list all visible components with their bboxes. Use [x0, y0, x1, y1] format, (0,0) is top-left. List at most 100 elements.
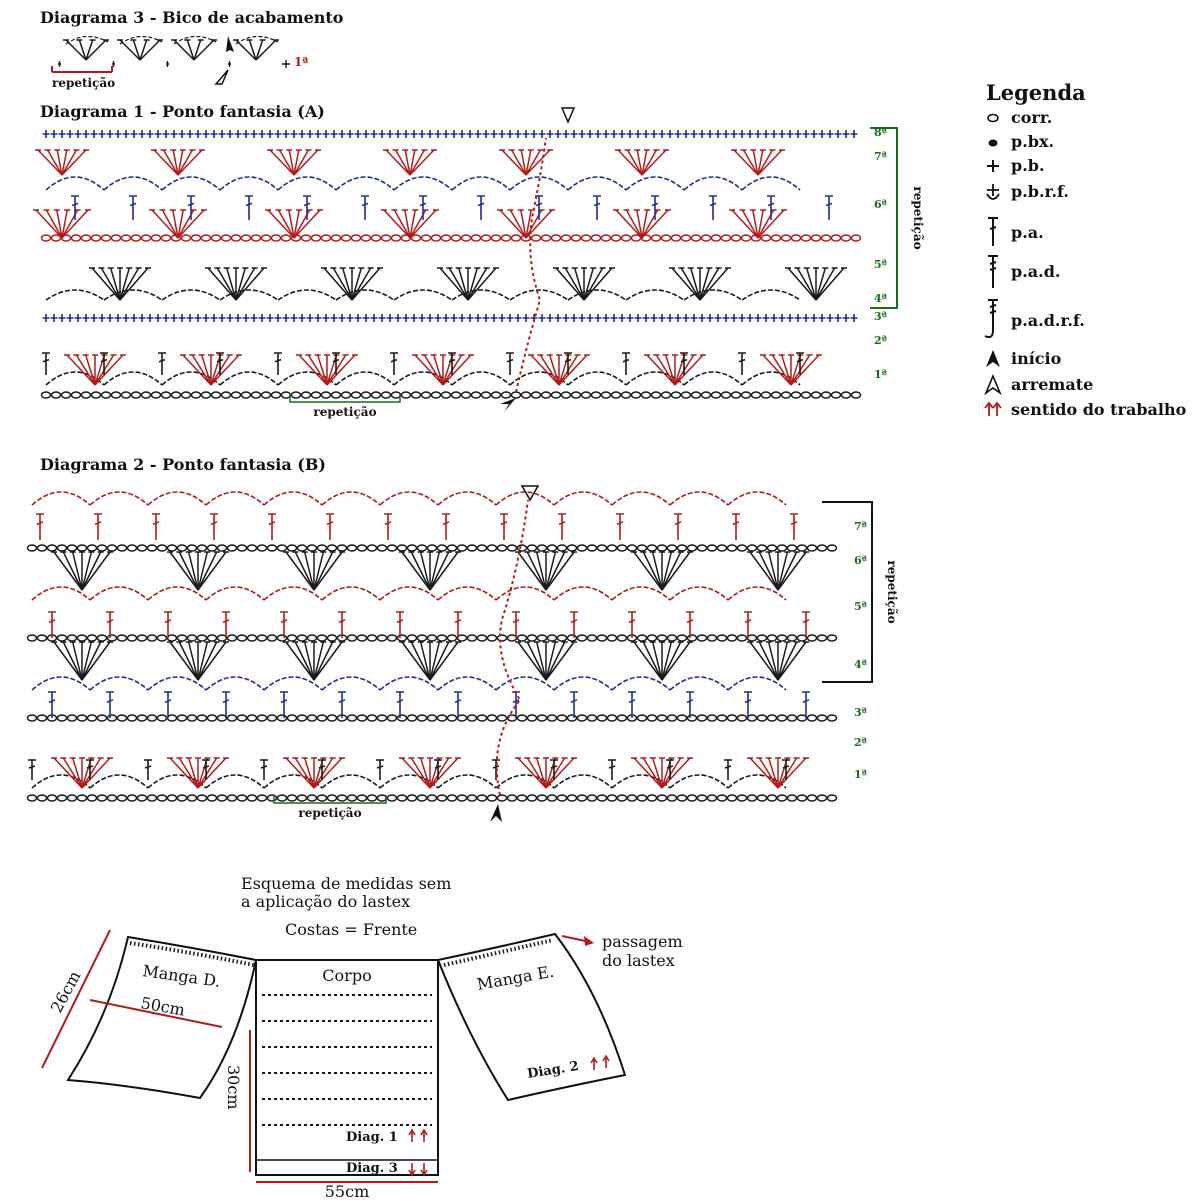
- diagram-2-row-label: 3ª: [854, 706, 868, 719]
- diagram-1-side-repeat-label: repetição: [911, 186, 925, 249]
- single-crochet-stitch: [250, 314, 258, 322]
- post-stitch: [686, 611, 694, 638]
- chain-stitch: [756, 794, 768, 802]
- fan-stitch: [555, 267, 585, 301]
- diagram-1-title: Diagrama 1 - Ponto fantasia (A): [40, 102, 325, 121]
- chain-stitch: [246, 544, 258, 552]
- chain-arch: [31, 491, 91, 506]
- chain-stitch: [490, 391, 502, 399]
- chain-stitch: [116, 794, 128, 802]
- chain-stitch: [826, 794, 838, 802]
- chain-stitch: [766, 714, 778, 722]
- body-diag3-label: Diag. 3: [346, 1161, 398, 1176]
- post-stitch: [129, 195, 137, 220]
- chain-stitch: [106, 714, 118, 722]
- chain-stitch: [570, 234, 582, 242]
- chain-stitch: [340, 234, 352, 242]
- single-crochet-stitch: [322, 314, 330, 322]
- fan-stitch: [177, 149, 194, 176]
- single-crochet-stitch: [298, 314, 306, 322]
- fan-stitch: [53, 757, 83, 789]
- chain-stitch: [356, 794, 368, 802]
- chain-stitch: [406, 544, 418, 552]
- single-crochet-stitch: [546, 314, 554, 322]
- chain-stitch: [366, 544, 378, 552]
- fan-stitch: [661, 641, 691, 681]
- fan-stitch: [313, 551, 334, 591]
- chain-stitch: [430, 391, 442, 399]
- post-stitch: [616, 513, 624, 540]
- legend-item-slip-stitch: p.bx.: [988, 132, 1054, 151]
- fan-stitch: [767, 757, 779, 789]
- chain-arch: [147, 586, 207, 601]
- chain-stitch: [386, 794, 398, 802]
- chain-stitch: [226, 714, 238, 722]
- fan-stitch: [642, 757, 663, 789]
- fan-stitch: [119, 39, 141, 61]
- chain-arch: [611, 676, 671, 691]
- fan-stitch: [752, 149, 759, 176]
- chain-stitch: [236, 714, 248, 722]
- chain-stitch: [386, 544, 398, 552]
- chain-stitch: [230, 391, 242, 399]
- fan-stitch: [467, 267, 479, 301]
- single-crochet-stitch: [162, 130, 170, 138]
- chain-stitch: [126, 714, 138, 722]
- fan-stitch: [526, 641, 547, 681]
- right-sleeve-width-line: [89, 999, 223, 1028]
- fan-stitch: [777, 551, 798, 591]
- single-crochet-stitch: [466, 314, 474, 322]
- chain-stitch: [56, 794, 68, 802]
- post-stitch: [454, 691, 462, 718]
- fan-stitch: [94, 354, 124, 386]
- left-sleeve-ribbing: [439, 938, 554, 968]
- chain-stitch: [796, 634, 808, 642]
- fan-stitch: [84, 354, 96, 386]
- post-stitch: [767, 195, 775, 220]
- fan-stitch: [313, 757, 343, 789]
- fan-stitch: [564, 267, 585, 301]
- fan-stitch: [530, 354, 560, 386]
- fan-stitch: [278, 149, 295, 176]
- chain-stitch: [550, 234, 562, 242]
- diagram-2-row-label: 5ª: [854, 600, 868, 613]
- single-crochet-stitch: [634, 130, 642, 138]
- body-stripes: [262, 994, 432, 1126]
- chain-stitch: [706, 714, 718, 722]
- chain-stitch: [416, 714, 428, 722]
- fan-stitch: [545, 641, 575, 681]
- single-crochet-stitch: [650, 130, 658, 138]
- chain-arch: [451, 371, 511, 386]
- chain-stitch: [696, 714, 708, 722]
- chain-stitch: [160, 234, 172, 242]
- chain-arch: [379, 491, 439, 506]
- double-crochet-icon: [988, 217, 998, 246]
- chain-stitch: [166, 714, 178, 722]
- chain-stitch: [556, 634, 568, 642]
- chain-stitch: [230, 234, 242, 242]
- post-stitch: [628, 611, 636, 638]
- sleeve-ribbing-line: [129, 941, 255, 967]
- single-crochet-stitch: [626, 314, 634, 322]
- chain-stitch: [456, 714, 468, 722]
- diagram-1-row-label: 2ª: [874, 334, 888, 347]
- chain-stitch: [240, 391, 252, 399]
- chain-stitch: [66, 794, 78, 802]
- chain-stitch: [166, 544, 178, 552]
- single-crochet-stitch: [474, 314, 482, 322]
- fan-stitch: [535, 641, 547, 681]
- fan-stitch: [151, 209, 179, 239]
- post-stitch: [628, 691, 636, 718]
- chain-stitch: [850, 391, 862, 399]
- fan-stitch: [109, 267, 121, 301]
- chain-arch: [553, 774, 613, 789]
- single-crochet-stitch: [122, 130, 130, 138]
- chain-stitch: [310, 234, 322, 242]
- single-crochet-stitch: [426, 130, 434, 138]
- single-crochet-stitch: [762, 130, 770, 138]
- fan-stitch: [757, 149, 774, 176]
- fan-stitch: [767, 551, 779, 591]
- chain-stitch: [816, 794, 828, 802]
- fan-stitch: [410, 757, 431, 789]
- fan-stitch: [172, 209, 179, 239]
